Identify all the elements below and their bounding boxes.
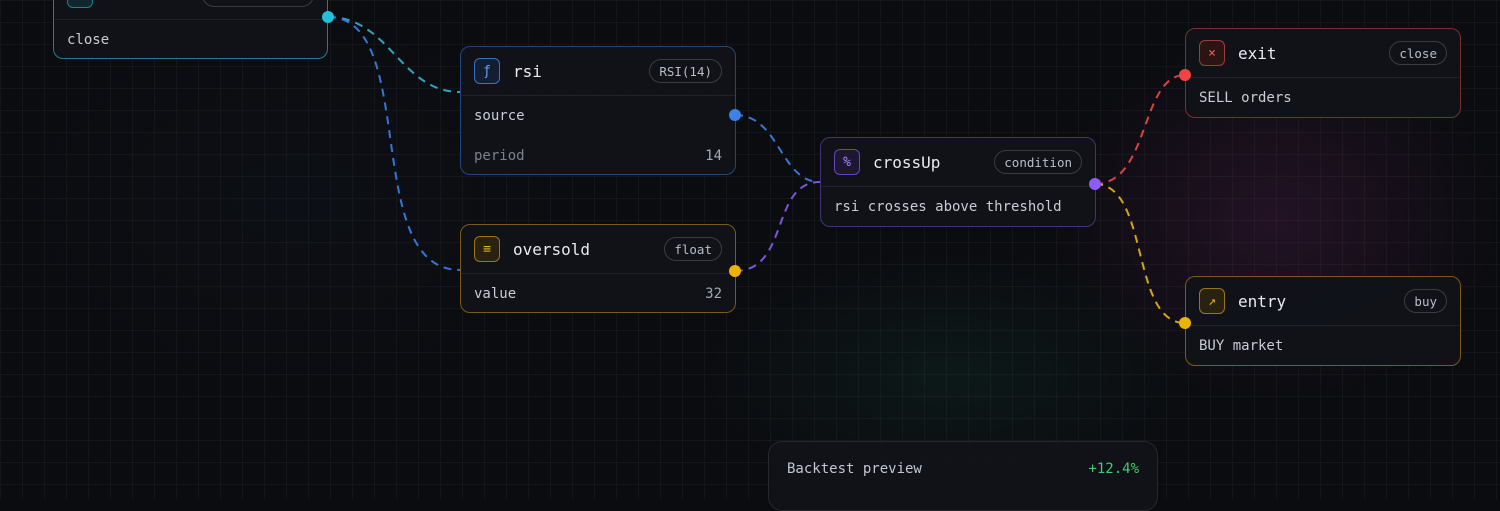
function-icon: ƒ xyxy=(474,58,500,84)
list-icon: ≡ xyxy=(474,236,500,262)
node-oversold[interactable]: ≡ oversold float value 32 xyxy=(460,224,736,313)
node-rsi-row-source: source xyxy=(461,96,735,136)
node-crossup-header[interactable]: % crossUp condition xyxy=(821,138,1095,187)
node-crossup-row-desc: rsi crosses above threshold xyxy=(821,187,1095,227)
node-rsi-badge: RSI(14) xyxy=(649,59,722,83)
node-crossup-badge: condition xyxy=(994,150,1082,174)
wire-rsi-crossup[interactable] xyxy=(734,114,821,183)
node-source[interactable]: close xyxy=(53,0,328,59)
node-exit-badge: close xyxy=(1389,41,1447,65)
node-entry-desc: BUY market xyxy=(1199,338,1284,354)
node-source-row-label: close xyxy=(67,32,110,48)
percent-icon: % xyxy=(834,149,860,175)
close-icon: × xyxy=(1199,40,1225,66)
node-entry-badge: buy xyxy=(1404,289,1447,313)
node-rsi-source-label: source xyxy=(474,108,525,124)
node-source-header[interactable] xyxy=(54,0,327,20)
node-exit-row-desc: SELL orders xyxy=(1186,78,1460,118)
node-crossup[interactable]: % crossUp condition rsi crosses above th… xyxy=(820,137,1096,227)
node-entry-title: entry xyxy=(1238,291,1287,311)
arrow-up-right-icon: ↗ xyxy=(1199,288,1225,314)
wire-source-oversold[interactable] xyxy=(327,16,461,271)
node-entry[interactable]: ↗ entry buy BUY market xyxy=(1185,276,1461,366)
wires-layer xyxy=(327,16,1186,324)
node-crossup-title: crossUp xyxy=(873,152,941,172)
node-rsi-period-value[interactable]: 14 xyxy=(705,148,722,164)
wire-oversold-crossup[interactable] xyxy=(734,181,821,272)
port-source-out[interactable] xyxy=(322,11,334,23)
port-exit-in[interactable] xyxy=(1179,69,1191,81)
node-oversold-row-value[interactable]: value 32 xyxy=(461,274,735,314)
backtest-preview-value: +12.4% xyxy=(1088,461,1139,477)
node-exit-header[interactable]: × exit close xyxy=(1186,29,1460,78)
node-entry-row-desc: BUY market xyxy=(1186,326,1460,366)
node-exit-desc: SELL orders xyxy=(1199,90,1292,106)
port-entry-in[interactable] xyxy=(1179,317,1191,329)
node-entry-header[interactable]: ↗ entry buy xyxy=(1186,277,1460,326)
node-oversold-value-label: value xyxy=(474,286,517,302)
node-rsi[interactable]: ƒ rsi RSI(14) source period 14 xyxy=(460,46,736,175)
node-oversold-title: oversold xyxy=(513,239,591,259)
node-rsi-title: rsi xyxy=(513,61,542,81)
node-rsi-header[interactable]: ƒ rsi RSI(14) xyxy=(461,47,735,96)
wire-crossup-exit[interactable] xyxy=(1094,74,1186,185)
port-rsi-out[interactable] xyxy=(729,109,741,121)
node-crossup-desc: rsi crosses above threshold xyxy=(834,199,1062,215)
backtest-preview-label: Backtest preview xyxy=(787,461,922,477)
node-rsi-period-label: period xyxy=(474,148,525,164)
node-rsi-row-period[interactable]: period 14 xyxy=(461,136,735,176)
node-exit-title: exit xyxy=(1238,43,1277,63)
node-source-badge xyxy=(202,0,314,7)
port-oversold-out[interactable] xyxy=(729,265,741,277)
node-source-row-output: close xyxy=(54,20,327,60)
wire-source-rsi[interactable] xyxy=(327,16,461,93)
wire-crossup-entry[interactable] xyxy=(1094,183,1186,324)
price-icon xyxy=(67,0,93,8)
node-oversold-badge: float xyxy=(664,237,722,261)
node-oversold-header[interactable]: ≡ oversold float xyxy=(461,225,735,274)
node-exit[interactable]: × exit close SELL orders xyxy=(1185,28,1461,118)
port-crossup-out[interactable] xyxy=(1089,178,1101,190)
backtest-preview-panel[interactable]: Backtest preview +12.4% xyxy=(768,441,1158,511)
node-oversold-value[interactable]: 32 xyxy=(705,286,722,302)
